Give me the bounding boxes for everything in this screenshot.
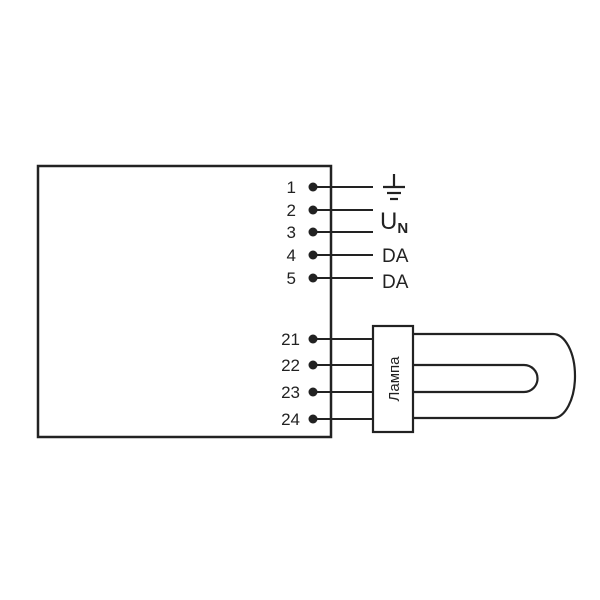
- lamp-label: Лампа: [386, 356, 403, 402]
- terminal-1: 1: [287, 174, 405, 201]
- un-label: UN: [380, 208, 408, 237]
- pin-number: 4: [287, 246, 296, 265]
- pin-number: 22: [281, 356, 300, 375]
- da-label: DA: [382, 272, 409, 293]
- ballast-box: [36, 164, 333, 439]
- pin-number: 1: [287, 178, 296, 197]
- terminal-4: 4 DA: [287, 246, 409, 267]
- pin-number: 21: [281, 330, 300, 349]
- pin-number: 3: [287, 223, 296, 242]
- lamp-tube: [413, 332, 577, 420]
- pin-number: 23: [281, 383, 300, 402]
- pin-number: 2: [287, 201, 296, 220]
- ground-icon: [383, 174, 405, 201]
- pin-number: 24: [281, 410, 300, 429]
- da-label: DA: [382, 246, 409, 267]
- pin-number: 5: [287, 269, 296, 288]
- lamp-terminals: [313, 338, 373, 420]
- terminal-3: 3: [287, 223, 373, 242]
- terminal-2: 2 UN: [287, 201, 409, 237]
- terminal-5: 5 DA: [287, 269, 409, 293]
- lamp-base: [371, 324, 415, 434]
